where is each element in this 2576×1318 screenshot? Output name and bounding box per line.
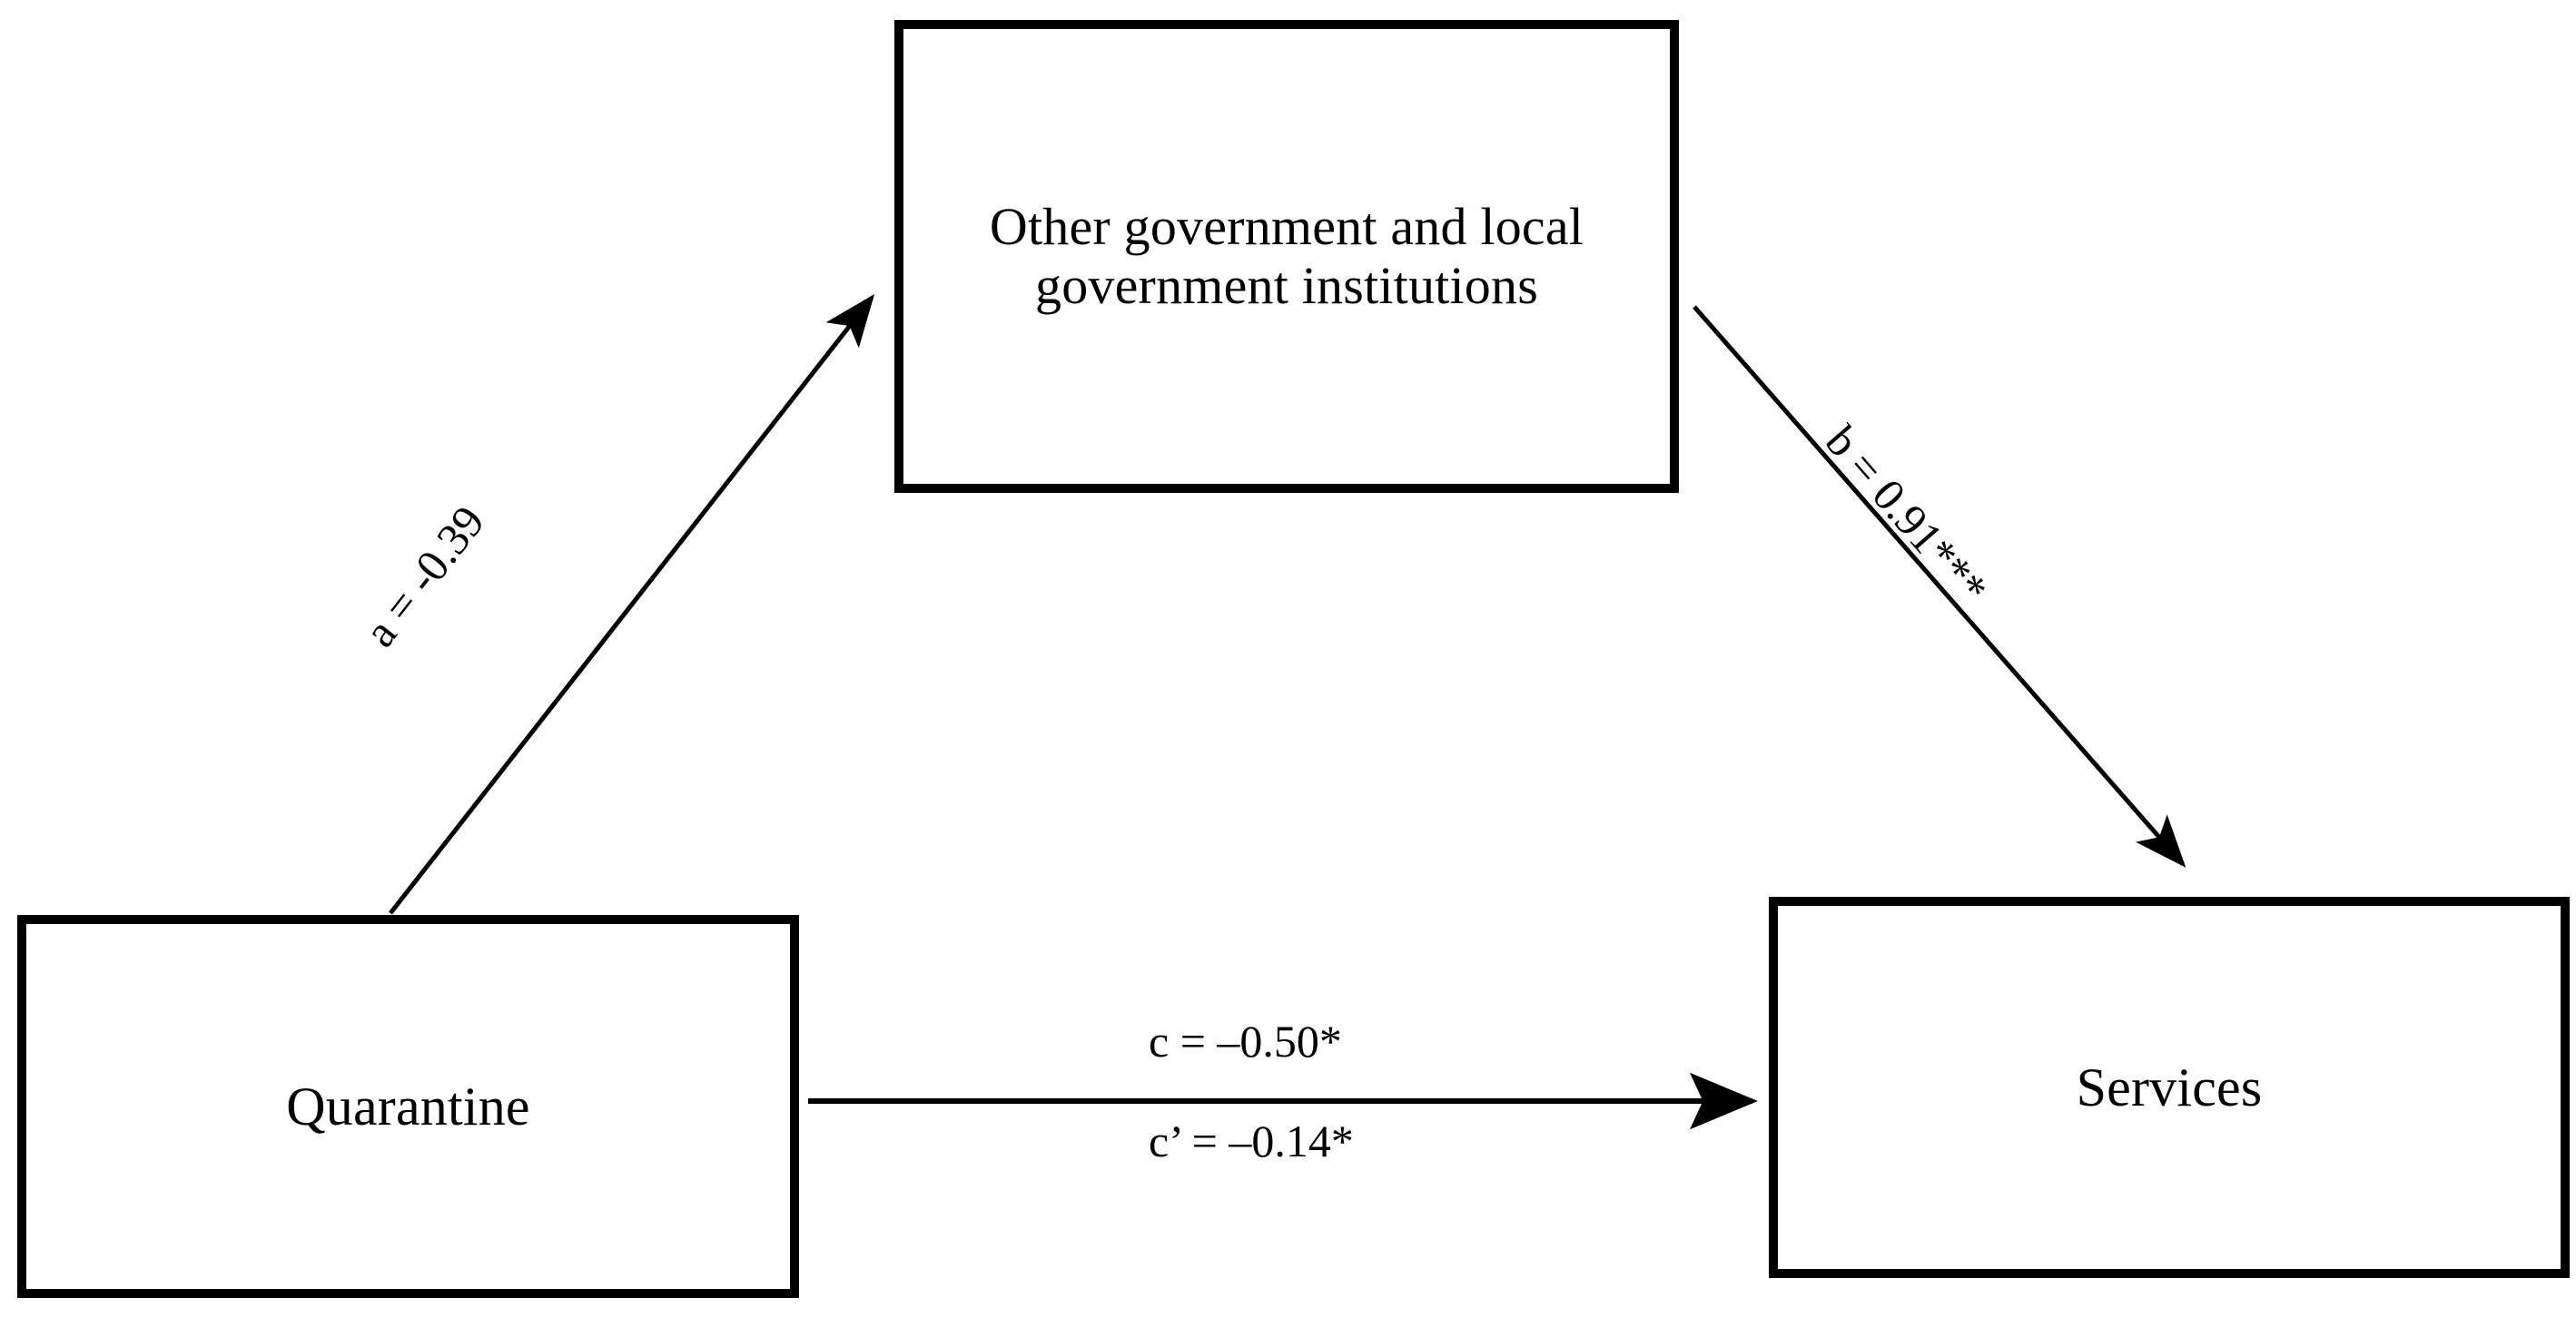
node-box-quarantine[interactable]: Quarantine (17, 915, 799, 1298)
node-label-quarantine: Quarantine (286, 1077, 530, 1136)
path-label-c-prime: c’ = –0.14* (1149, 1116, 1354, 1166)
path-label-a: a = -0.39 (353, 496, 495, 656)
path-label-b: b = 0.91*** (1816, 416, 1999, 615)
node-box-mediator[interactable]: Other government and local government in… (894, 20, 1679, 493)
path-label-c: c = –0.50* (1149, 1016, 1342, 1067)
path-a-arrow (389, 294, 875, 915)
node-box-services[interactable]: Services (1769, 897, 2570, 1278)
node-label-services: Services (2076, 1057, 2263, 1117)
node-label-mediator: Other government and local government in… (989, 196, 1584, 315)
